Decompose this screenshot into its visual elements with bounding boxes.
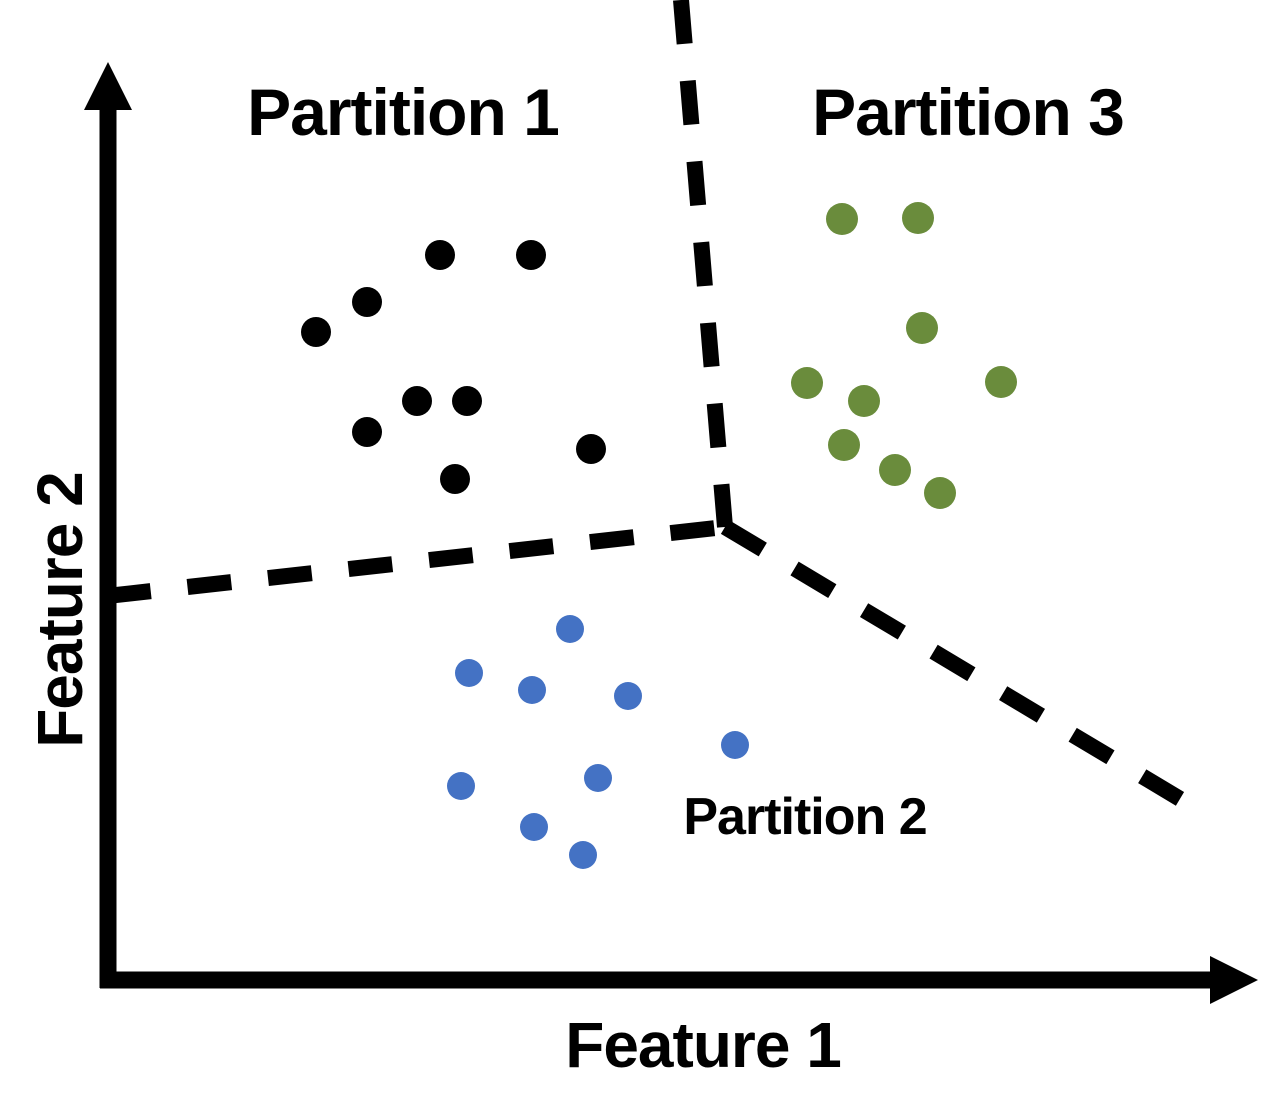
data-point: [584, 764, 612, 792]
data-point: [576, 434, 606, 464]
data-point: [906, 312, 938, 344]
data-point: [569, 841, 597, 869]
data-point: [879, 454, 911, 486]
data-point: [924, 477, 956, 509]
data-point: [455, 659, 483, 687]
x-axis-label: Feature 1: [565, 1009, 842, 1081]
data-point: [425, 240, 455, 270]
data-point: [447, 772, 475, 800]
data-point: [614, 682, 642, 710]
partition-boundary-upper: [673, 0, 733, 528]
data-point: [516, 240, 546, 270]
data-point: [440, 464, 470, 494]
data-point: [352, 417, 382, 447]
partition-boundaries: [106, 0, 1202, 816]
x-axis-arrowhead-icon: [1210, 956, 1258, 1004]
data-point: [902, 202, 934, 234]
axes: [84, 62, 1258, 1004]
series-partition-2: [447, 615, 749, 869]
data-point: [402, 386, 432, 416]
partition-2-label: Partition 2: [683, 788, 927, 846]
data-point: [985, 366, 1017, 398]
partition-1-label: Partition 1: [247, 75, 560, 149]
series-partition-1: [301, 240, 606, 494]
data-point: [452, 386, 482, 416]
series-partition-3: [791, 202, 1017, 509]
data-point: [826, 203, 858, 235]
data-point: [721, 731, 749, 759]
data-point: [352, 287, 382, 317]
data-point: [556, 615, 584, 643]
data-point: [520, 813, 548, 841]
data-point: [301, 317, 331, 347]
data-point: [518, 676, 546, 704]
partition-boundary-lower-right: [720, 520, 1202, 816]
data-point: [791, 367, 823, 399]
data-point: [828, 429, 860, 461]
data-point: [848, 385, 880, 417]
partition-boundary-left: [106, 519, 726, 604]
partition-3-label: Partition 3: [812, 75, 1125, 149]
y-axis-label: Feature 2: [24, 472, 96, 748]
y-axis-arrowhead-icon: [84, 62, 132, 110]
scatter-points: [301, 202, 1017, 869]
